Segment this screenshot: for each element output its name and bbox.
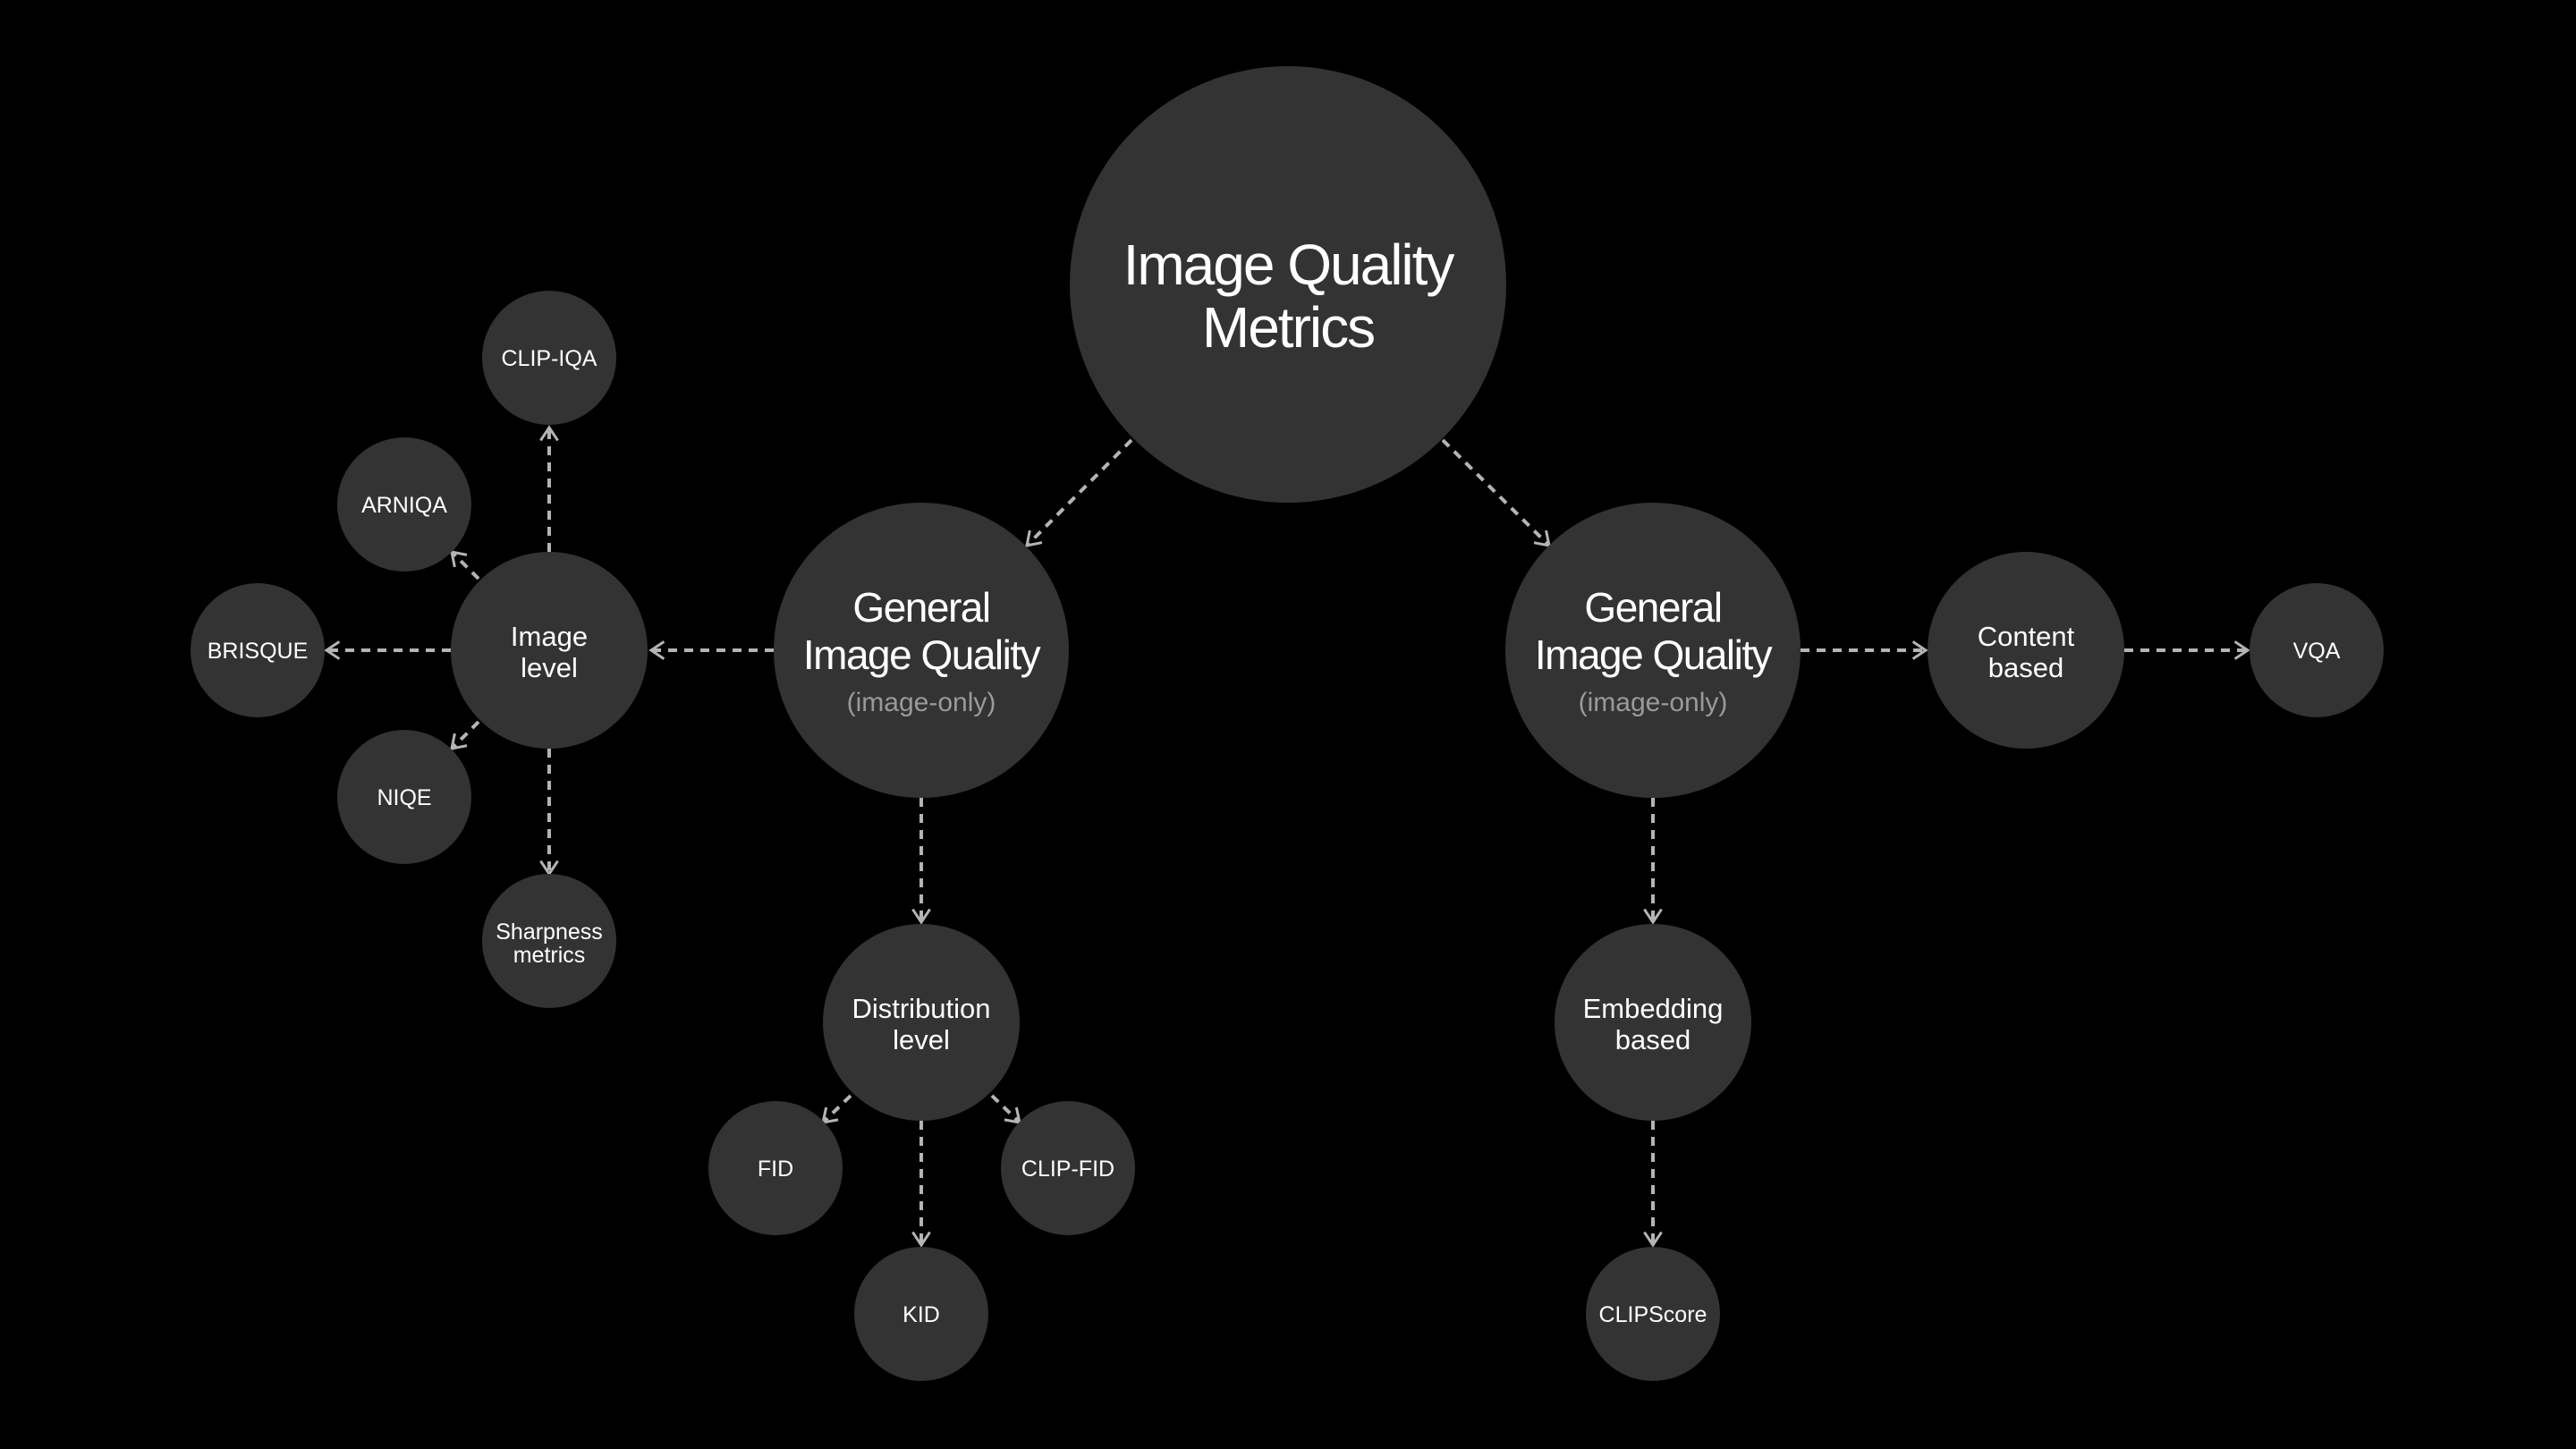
- leaf-brisque: BRISQUE: [191, 583, 325, 717]
- edges: [324, 425, 2250, 1248]
- arniqa-label: ARNIQA: [361, 493, 447, 518]
- node-content-based: Content based: [1928, 552, 2124, 749]
- leaf-kid: KID: [854, 1247, 988, 1381]
- sharpness-line1: Sharpness: [496, 919, 603, 945]
- sharpness-line2: metrics: [513, 943, 586, 968]
- node-left-branch: General Image Quality (image-only): [774, 503, 1069, 798]
- leaf-clip-fid: CLIP-FID: [1001, 1101, 1135, 1235]
- edge-root-to-right-branch: [1441, 438, 1551, 547]
- edge-image-level-to-arniqa: [450, 550, 480, 580]
- clipscore-label: CLIPScore: [1599, 1302, 1707, 1327]
- embedding-based-line2: based: [1615, 1024, 1690, 1055]
- image-level-line2: level: [521, 652, 578, 683]
- root-label-line2: Metrics: [1202, 295, 1374, 360]
- edge-root-to-left-branch: [1025, 438, 1133, 547]
- node-root: Image Quality Metrics: [1070, 66, 1506, 503]
- image-level-line1: Image: [511, 621, 588, 652]
- clip-iqa-label: CLIP-IQA: [502, 346, 597, 371]
- leaf-clipscore: CLIPScore: [1586, 1247, 1720, 1381]
- edge-distribution-to-fid: [821, 1094, 852, 1124]
- kid-label: KID: [902, 1302, 940, 1327]
- distribution-level-line2: level: [893, 1024, 950, 1055]
- clip-fid-label: CLIP-FID: [1021, 1157, 1114, 1182]
- left-branch-line1: General: [852, 584, 989, 631]
- distribution-level-line1: Distribution: [852, 993, 990, 1024]
- leaf-niqe: NIQE: [337, 730, 471, 864]
- brisque-label: BRISQUE: [208, 639, 309, 664]
- edge-distribution-to-clip-fid: [990, 1094, 1021, 1124]
- node-image-level: Image level: [451, 552, 648, 749]
- leaf-fid: FID: [708, 1101, 843, 1235]
- right-branch-line1: General: [1584, 584, 1721, 631]
- edge-image-level-to-niqe: [450, 720, 480, 750]
- leaf-arniqa: ARNIQA: [337, 437, 471, 572]
- left-branch-line2: Image Quality: [803, 631, 1041, 678]
- left-branch-subtitle: (image-only): [847, 688, 996, 717]
- niqe-label: NIQE: [377, 785, 431, 810]
- right-branch-subtitle: (image-only): [1579, 688, 1728, 717]
- node-embedding-based: Embedding based: [1555, 924, 1751, 1121]
- vqa-label: VQA: [2293, 639, 2341, 664]
- content-based-line1: Content: [1978, 621, 2075, 652]
- node-right-branch: General Image Quality (image-only): [1505, 503, 1801, 798]
- node-distribution-level: Distribution level: [823, 924, 1020, 1121]
- embedding-based-line1: Embedding: [1583, 993, 1724, 1024]
- leaf-vqa: VQA: [2250, 583, 2384, 717]
- leaf-clip-iqa: CLIP-IQA: [482, 291, 616, 425]
- root-label-line1: Image Quality: [1123, 233, 1455, 297]
- leaf-sharpness: Sharpness metrics: [482, 874, 616, 1008]
- right-branch-line2: Image Quality: [1535, 631, 1773, 678]
- fid-label: FID: [758, 1157, 793, 1182]
- content-based-line2: based: [1988, 652, 2063, 683]
